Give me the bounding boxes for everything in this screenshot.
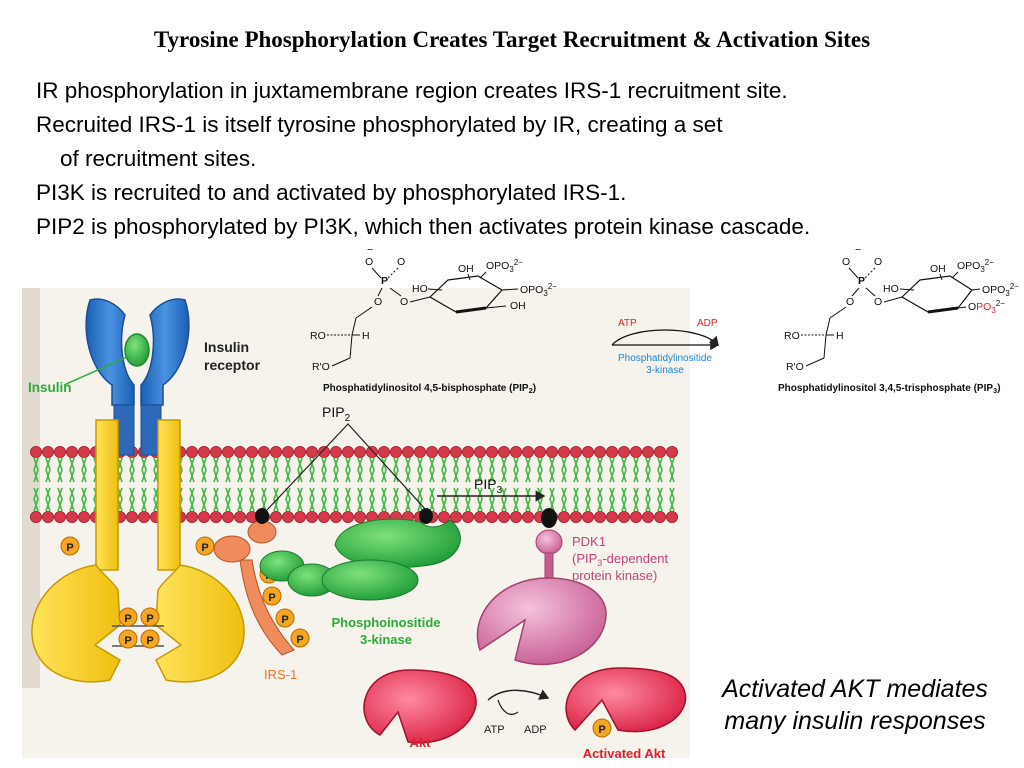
svg-text:P: P	[146, 613, 153, 625]
bullet-2: Recruited IRS-1 is itself tyrosine phosp…	[36, 112, 723, 137]
svg-text:O: O	[365, 256, 373, 268]
svg-text:OPO32−: OPO32−	[486, 258, 523, 274]
svg-text:RO: RO	[784, 330, 800, 342]
pip2-label: PIP2	[322, 404, 351, 424]
atp-adp-hook	[497, 699, 519, 715]
svg-text:P: P	[381, 275, 388, 287]
pip2-structure-label: Phosphatidylinositol 4,5-bisphosphate (P…	[323, 383, 536, 395]
svg-text:O: O	[400, 296, 408, 308]
caption-line-1: Activated AKT mediates	[722, 675, 988, 703]
pip3-structure-label: Phosphatidylinositol 3,4,5-trisphosphate…	[778, 383, 1001, 395]
reaction-enzyme-line2: 3-kinase	[646, 365, 684, 376]
pi3k-reaction-arrow	[611, 329, 720, 351]
pdk1-label-line3: protein kinase)	[572, 568, 657, 583]
akt-caption: Activated AKT mediates many insulin resp…	[690, 673, 1020, 737]
pip3-label: PIP3	[474, 476, 503, 496]
pip2-pointer	[266, 423, 427, 511]
reaction-atp: ATP	[618, 318, 637, 329]
akt-label: Akt	[410, 735, 432, 750]
svg-text:O: O	[874, 296, 882, 308]
svg-text:O: O	[842, 256, 850, 268]
svg-text:P: P	[296, 634, 303, 646]
svg-text:R'O: R'O	[312, 361, 330, 373]
svg-text:O: O	[846, 296, 854, 308]
irs1-label: IRS-1	[264, 667, 297, 682]
svg-text:P: P	[268, 592, 275, 604]
atp-label: ATP	[484, 724, 505, 736]
pip3-structure: − O O P O O HO OH OPO32− OPO32− OPO32− R…	[784, 244, 1019, 373]
insulin-receptor	[31, 298, 245, 683]
svg-text:P: P	[146, 635, 153, 647]
akt-activated	[565, 667, 687, 733]
svg-text:−: −	[367, 244, 373, 256]
bullet-1: IR phosphorylation in juxtamembrane regi…	[36, 78, 788, 103]
adp-label: ADP	[524, 724, 547, 736]
svg-text:P: P	[124, 613, 131, 625]
svg-text:OH: OH	[510, 300, 526, 312]
svg-text:HO: HO	[412, 283, 428, 295]
receptor-phosphate-group: P P P P P P	[60, 536, 215, 649]
pi3k-label-line2: 3-kinase	[360, 632, 412, 647]
bullet-2-continuation: of recruitment sites.	[60, 146, 257, 171]
reaction-enzyme-line1: Phosphatidylinositide	[618, 353, 712, 364]
svg-text:P: P	[124, 635, 131, 647]
activated-akt-label: Activated Akt	[583, 746, 666, 761]
svg-text:HO: HO	[883, 283, 899, 295]
svg-text:H: H	[836, 330, 844, 342]
reaction-adp: ADP	[697, 318, 718, 329]
svg-text:OPO32−: OPO32−	[957, 258, 994, 274]
svg-text:OPO32−: OPO32−	[520, 282, 557, 298]
svg-text:−: −	[855, 244, 861, 256]
svg-text:OH: OH	[458, 263, 474, 275]
receptor-label-line2: receptor	[204, 357, 261, 373]
svg-text:P: P	[858, 275, 865, 287]
bullet-3: PI3K is recruited to and activated by ph…	[36, 180, 627, 205]
svg-text:P: P	[281, 614, 288, 626]
akt-phosphate-label: P	[598, 724, 605, 736]
pdk1-kinase	[476, 529, 607, 666]
svg-text:O: O	[374, 296, 382, 308]
pip2-structure: − O O P O O HO OH OPO32− OPO32− OH RO H …	[310, 244, 557, 373]
svg-text:O: O	[874, 256, 882, 268]
insulin-pointer	[63, 356, 128, 386]
svg-text:H: H	[362, 330, 370, 342]
panel-edge	[22, 288, 40, 688]
svg-text:OPO32−: OPO32−	[982, 282, 1019, 298]
akt-phosphate	[592, 718, 612, 738]
akt-inactive	[363, 669, 477, 744]
pip-lipids	[255, 508, 557, 528]
slide-title: Tyrosine Phosphorylation Creates Target …	[153, 27, 871, 52]
insulin-label: Insulin	[28, 380, 72, 395]
caption-line-2: many insulin responses	[724, 707, 986, 735]
akt-activation-arrow	[487, 689, 550, 701]
svg-text:O: O	[397, 256, 405, 268]
pdk1-label-line1: PDK1	[572, 534, 606, 549]
insulin-molecule	[124, 333, 150, 367]
svg-text:OH: OH	[930, 263, 946, 275]
figure-panel	[22, 288, 690, 758]
svg-text:OPO32−: OPO32−	[968, 299, 1005, 315]
pdk1-label-line2: (PIP3-dependent	[572, 551, 668, 568]
svg-text:P: P	[66, 542, 73, 554]
bullet-4: PIP2 is phosphorylated by PI3K, which th…	[36, 214, 811, 239]
pi3k-label-line1: Phosphoinositide	[331, 615, 440, 630]
receptor-label-line1: Insulin	[204, 339, 249, 355]
svg-text:P: P	[201, 542, 208, 554]
svg-text:R'O: R'O	[786, 361, 804, 373]
pi3k-enzyme	[259, 518, 461, 601]
svg-text:RO: RO	[310, 330, 326, 342]
